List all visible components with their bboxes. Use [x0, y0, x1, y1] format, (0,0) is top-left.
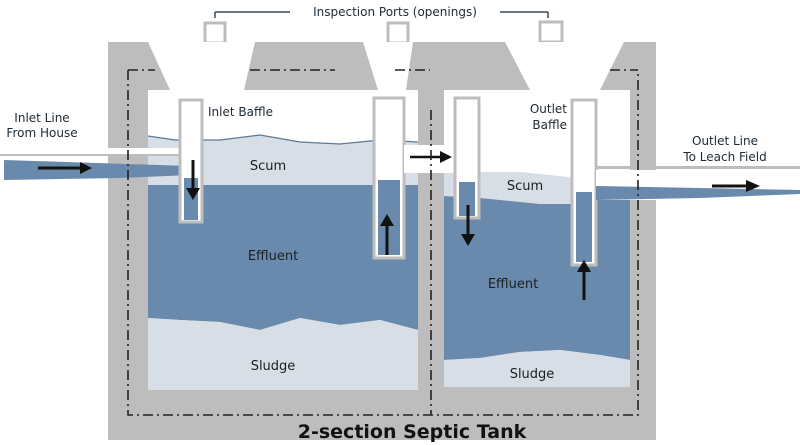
scum-layer-1 [148, 135, 418, 185]
sludge-layer-1 [148, 318, 418, 390]
port-funnel-1 [148, 42, 255, 90]
inlet-pipe [0, 148, 200, 180]
effluent-label-1: Effluent [248, 249, 298, 264]
outlet-baffle-label-1: Outlet [530, 102, 567, 116]
outlet-baffle [570, 98, 800, 300]
chamber-2-down-arrow [461, 234, 475, 246]
inlet-flow-arrow [80, 162, 92, 174]
port-cap-2 [386, 21, 410, 45]
scum-label-2: Scum [507, 179, 543, 194]
port-cap-1 [203, 21, 227, 45]
port-cap-3 [538, 20, 564, 44]
inlet-line-label-2: From House [6, 126, 77, 140]
outlet-flow-arrow [746, 180, 760, 192]
inlet-baffle-down-arrow [186, 188, 200, 200]
inlet-baffle [178, 98, 204, 224]
sludge-layer-2 [444, 350, 630, 387]
scum-label-1: Scum [250, 159, 286, 174]
sludge-label-1: Sludge [251, 359, 296, 374]
effluent-label-2: Effluent [488, 277, 538, 292]
port-funnel-3 [505, 42, 624, 90]
dash-dot-guides [127, 69, 639, 416]
outlet-up-arrow [577, 260, 591, 272]
transfer-up-arrow [380, 214, 394, 226]
inspection-port-caps [203, 20, 564, 45]
inlet-baffle-label: Inlet Baffle [208, 105, 273, 119]
outlet-line-label-1: Outlet Line [692, 134, 758, 148]
port-funnel-2 [363, 42, 413, 90]
chamber-1-layers [147, 134, 419, 390]
outlet-line-label-2: To Leach Field [682, 150, 766, 164]
outlet-baffle-label-2: Baffle [532, 118, 567, 132]
diagram-title: 2-section Septic Tank [298, 421, 527, 443]
inspection-ports-label: Inspection Ports (openings) [313, 5, 477, 19]
sludge-label-2: Sludge [510, 367, 555, 382]
transfer-flow-arrow [440, 151, 452, 163]
effluent-layer-1 [148, 185, 418, 330]
labels: Inlet Line From House Inlet Baffle Outle… [6, 102, 766, 443]
inlet-line-label-1: Inlet Line [14, 111, 69, 125]
inspection-ports-bracket: Inspection Ports (openings) [214, 5, 549, 19]
